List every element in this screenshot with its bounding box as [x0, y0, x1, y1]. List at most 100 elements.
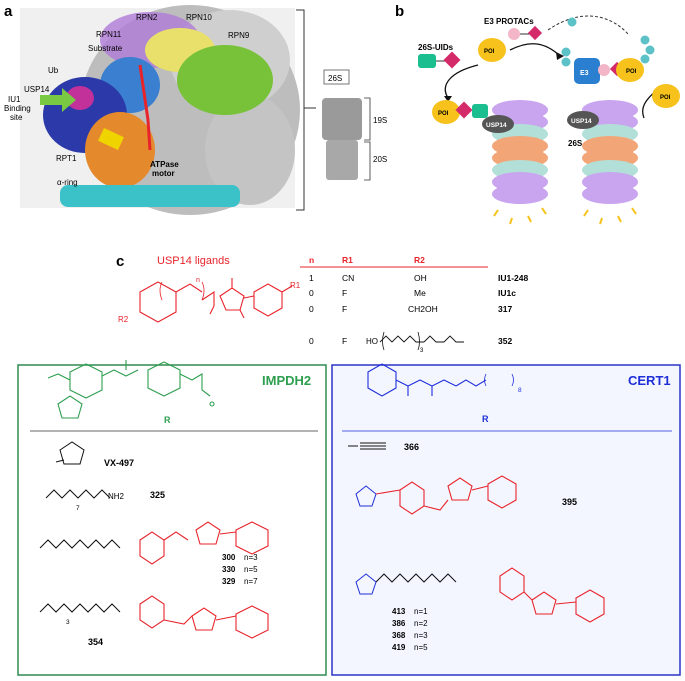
- svg-text:POI: POI: [438, 111, 449, 117]
- bracket: [296, 9, 316, 211]
- label-iu1-1: IU1: [8, 95, 21, 104]
- cpd-386-n: n=2: [414, 619, 428, 628]
- cpd-325: 325: [150, 490, 165, 500]
- svg-text:317: 317: [498, 304, 512, 314]
- peg-325-sub: 7: [76, 505, 80, 512]
- impdh2-title: IMPDH2: [262, 373, 311, 388]
- structure-r2: R2: [118, 315, 129, 324]
- peptide-fragments: [493, 207, 637, 225]
- label-alpha-ring: α-ring: [57, 178, 78, 187]
- cpd-330-n: n=5: [244, 565, 258, 574]
- label-19s: 19S: [373, 116, 387, 125]
- svg-text:IU1c: IU1c: [498, 288, 516, 298]
- label-rpn2: RPN2: [136, 13, 158, 22]
- label-rpn11: RPN11: [96, 30, 122, 39]
- iu1-fragment-413: [499, 567, 605, 623]
- structure-r1: R1: [290, 281, 301, 290]
- svg-text:0: 0: [309, 336, 314, 346]
- svg-text:OH: OH: [414, 273, 427, 283]
- panel-c-letter: c: [116, 253, 124, 270]
- svg-text:POI: POI: [484, 49, 495, 55]
- svg-text:0: 0: [309, 304, 314, 314]
- cpd-419: 419: [392, 643, 406, 652]
- label-ub: Ub: [48, 66, 59, 75]
- poi-top: POI: [478, 38, 506, 62]
- svg-text:n: n: [309, 255, 314, 265]
- 26s-density-thumbnail: [322, 98, 362, 180]
- svg-text:Me: Me: [414, 288, 426, 298]
- svg-text:R2: R2: [414, 255, 425, 265]
- label-20s: 20S: [373, 155, 387, 164]
- uid-molecule: [418, 51, 461, 69]
- cert1-title: CERT1: [628, 373, 671, 388]
- svg-text:F: F: [342, 288, 347, 298]
- impdh2-box: [17, 364, 327, 676]
- label-atpase-2: motor: [152, 169, 175, 178]
- label-usp14: USP14: [24, 85, 50, 94]
- label-rpn10: RPN10: [186, 13, 212, 22]
- svg-text:F: F: [342, 304, 347, 314]
- svg-text:POI: POI: [660, 95, 671, 101]
- cpd-329: 329: [222, 577, 236, 586]
- arrow-left: [444, 64, 479, 99]
- poi-right: POI: [652, 84, 680, 108]
- impdh2-scaffold: [47, 360, 215, 419]
- cpd-395: 395: [562, 497, 577, 507]
- e3-complex: E3 POI: [574, 58, 644, 84]
- cpd-368: 368: [392, 631, 406, 640]
- svg-text:R1: R1: [342, 255, 353, 265]
- poi-uid-complex: POI USP14: [432, 100, 514, 133]
- svg-text:E3: E3: [580, 70, 589, 77]
- label-rpn9: RPN9: [228, 31, 250, 40]
- peg-325: [45, 489, 111, 499]
- label-iu1-2: Binding: [4, 104, 31, 113]
- cpd-413-n: n=1: [414, 607, 428, 616]
- label-substrate: Substrate: [88, 44, 123, 53]
- cpd-300: 300: [222, 553, 236, 562]
- label-rpt1: RPT1: [56, 154, 77, 163]
- label-e3-protacs: E3 PROTACs: [484, 17, 534, 26]
- svg-text:F: F: [342, 336, 347, 346]
- label-iu1-3: site: [10, 113, 23, 122]
- iu1-fragment-354: [139, 595, 269, 639]
- cpd-329-n: n=7: [244, 577, 258, 586]
- thf-fragment: [55, 441, 85, 465]
- ub-circles: [561, 17, 655, 67]
- linker-413: [375, 573, 457, 583]
- label-26s-uids: 26S-UIDs: [418, 43, 454, 52]
- protac-molecule: [508, 25, 543, 41]
- iu1-fragment-300-series: [139, 521, 269, 565]
- svg-text:3: 3: [420, 348, 424, 354]
- svg-text:CN: CN: [342, 273, 354, 283]
- usp14-ligands-title: USP14 ligands: [157, 255, 230, 267]
- cpd-vx497: VX-497: [104, 458, 134, 468]
- dotted-arrow: [547, 15, 629, 35]
- label-26s: 26S: [328, 74, 342, 83]
- panel-b-letter: b: [395, 3, 404, 20]
- arrow-right: [509, 43, 561, 57]
- svg-text:USP14: USP14: [571, 118, 592, 125]
- linker-354-sub: 3: [66, 619, 70, 626]
- cpd-386: 386: [392, 619, 406, 628]
- svg-text:CH2OH: CH2OH: [408, 304, 438, 314]
- svg-text:0: 0: [309, 288, 314, 298]
- svg-text:POI: POI: [626, 69, 637, 75]
- cert1-sub8: 8: [518, 387, 522, 394]
- label-atpase-1: ATPase: [150, 160, 179, 169]
- alkyne-366: [348, 442, 386, 450]
- subunit-brackets: [364, 97, 371, 181]
- cpd-330: 330: [222, 565, 236, 574]
- structure-n: n: [196, 277, 200, 284]
- cert1-scaffold: [367, 363, 514, 397]
- usp14-ligand-structure: [139, 278, 293, 323]
- panel-a-letter: a: [4, 3, 13, 20]
- cpd-368-n: n=3: [414, 631, 428, 640]
- peg-325-nh2: NH2: [108, 492, 125, 501]
- triazole-413: [355, 573, 377, 595]
- svg-text:1: 1: [309, 273, 314, 283]
- label-26s-b: 26S: [568, 139, 583, 148]
- proteasome-surface-render: [20, 5, 300, 215]
- cpd-354: 354: [88, 637, 103, 647]
- impdh2-r-label: R: [164, 415, 171, 425]
